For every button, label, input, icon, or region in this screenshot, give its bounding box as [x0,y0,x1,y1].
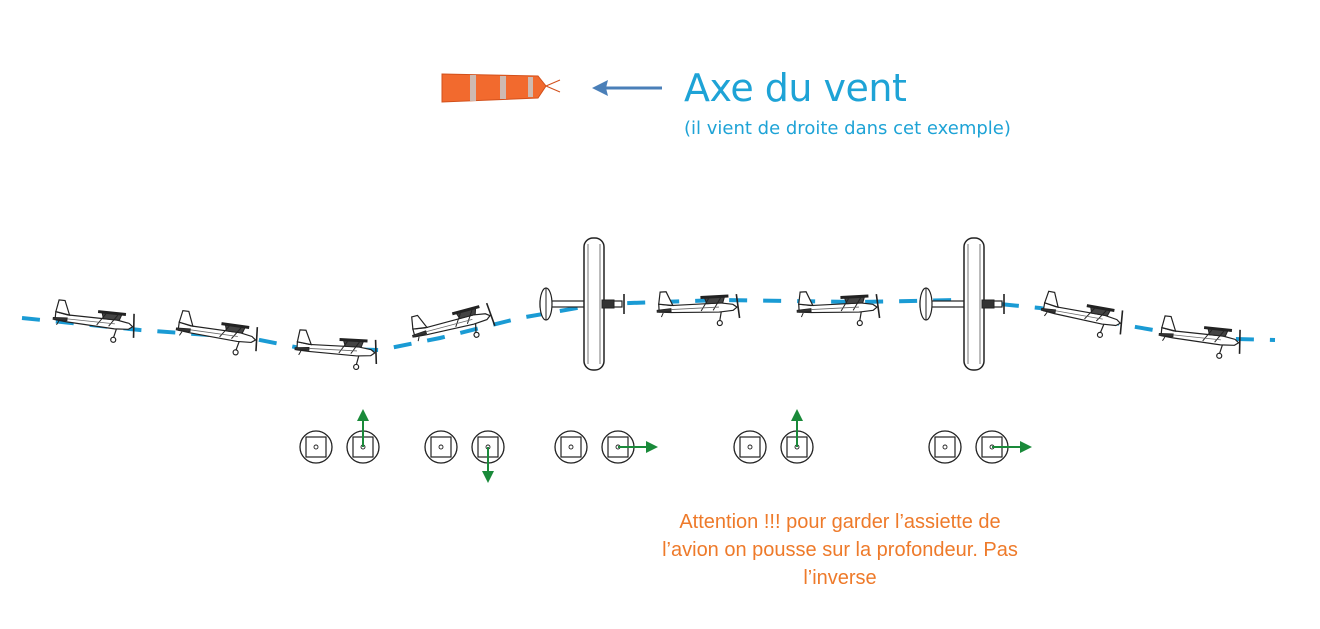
airplane-side-icon [655,287,741,330]
airplane-side-icon [407,295,498,355]
control-stick-icon [928,430,962,464]
control-stick-icon [299,430,333,464]
control-pair [424,430,505,483]
warning-note: Attention !!! pour garder l’assiette de … [560,508,1120,592]
airplane-side-icon [795,287,881,330]
diagram-subtitle: (il vient de droite dans cet exemple) [684,118,1011,139]
control-pair [928,430,1032,464]
control-stick-icon [554,430,588,464]
airplane-side-icon [173,309,261,359]
airplane-top-icon [539,237,625,371]
control-pair [299,409,380,464]
airplane-side-icon [50,298,138,346]
arrow-left-icon [592,80,662,96]
control-pair [554,430,658,464]
warning-note-line: l’avion on pousse sur la profondeur. Pas [662,539,1018,561]
windsock-icon [441,73,561,103]
control-stick-icon [424,430,458,464]
control-pair [733,409,814,464]
warning-note-line: Attention !!! pour garder l’assiette de [679,511,1001,533]
control-stick-icon [733,430,767,464]
diagram-title: Axe du vent [684,66,907,110]
airplane-side-icon [293,328,379,372]
flight-path [21,297,1276,353]
airplane-side-icon [1156,314,1244,362]
warning-note-line: l’inverse [803,567,877,589]
airplane-side-icon [1037,289,1127,342]
airplane-top-icon [919,237,1005,371]
